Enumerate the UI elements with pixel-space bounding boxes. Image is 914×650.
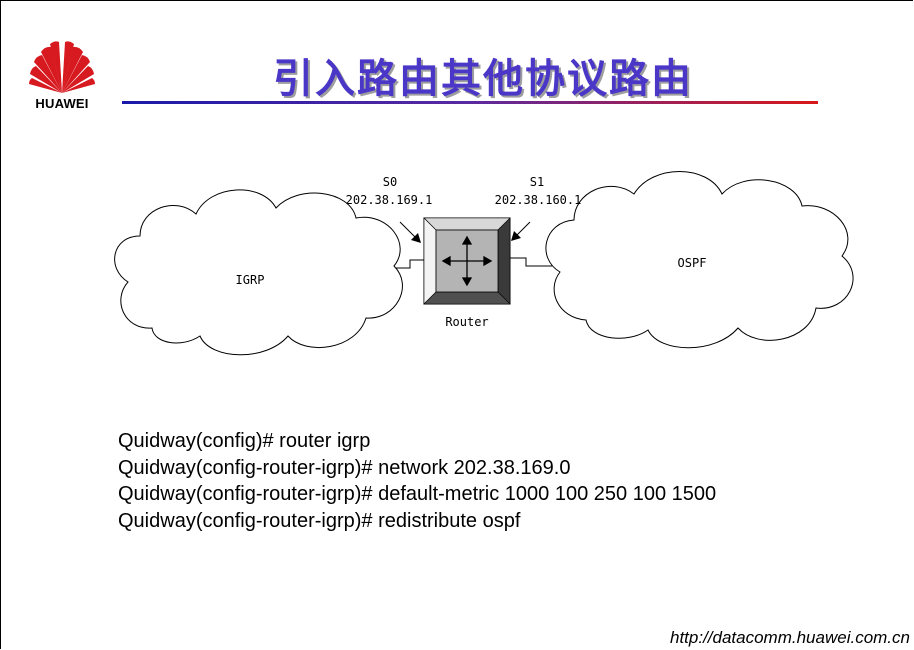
link-s0 — [396, 259, 424, 269]
s0-interface-name: S0 — [383, 175, 397, 189]
network-diagram: IGRP OSPF Router S0 202.38.169.1 — [114, 171, 854, 356]
config-line: Quidway(config-router-igrp)# default-met… — [118, 483, 717, 505]
router-arrows-icon — [441, 235, 493, 287]
config-line: Quidway(config)# router igrp — [118, 430, 371, 452]
config-line: Quidway(config-router-igrp)# network 202… — [118, 456, 571, 479]
huawei-logo: HUAWEI — [28, 38, 96, 118]
s1-interface-address: 202.38.160.1 — [495, 193, 582, 207]
igrp-cloud — [114, 189, 403, 356]
ospf-cloud — [545, 171, 854, 349]
router — [423, 217, 511, 305]
huawei-petals-icon — [29, 41, 95, 93]
s1-interface-name: S1 — [530, 175, 544, 189]
footer-url: http://datacomm.huawei.com.cn — [669, 628, 910, 647]
config-line: Quidway(config-router-igrp)# redistribut… — [118, 509, 521, 532]
s1-pointer-arrow — [511, 221, 531, 241]
link-s1 — [510, 257, 552, 267]
ospf-label: OSPF — [678, 256, 707, 270]
title-underline — [122, 101, 818, 104]
router-label: Router — [445, 315, 488, 329]
s0-interface-address: 202.38.169.1 — [346, 193, 433, 207]
page-title: 引入路由其他协议路由 — [273, 56, 693, 102]
brand-name: HUAWEI — [35, 96, 89, 111]
igrp-label: IGRP — [236, 273, 265, 287]
config-commands: Quidway(config)# router igrp Quidway(con… — [118, 428, 716, 534]
s0-pointer-arrow — [399, 221, 421, 243]
